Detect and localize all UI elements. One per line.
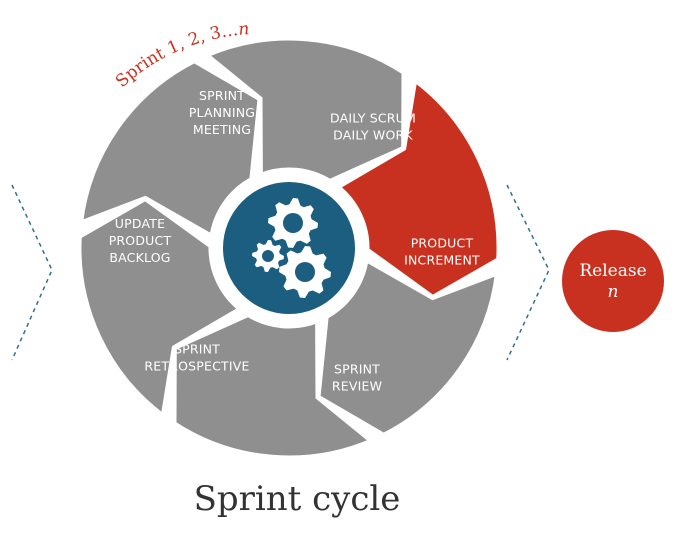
gear-small-hole — [262, 250, 274, 262]
cycle-segment-label-4: SPRINT REVIEW — [332, 362, 382, 394]
cycle-segment-label-5: SPRINT RETROSPECTIVE — [144, 342, 249, 374]
release-circle — [562, 230, 664, 332]
cycle-hub-disc — [223, 182, 355, 314]
left-dashed-chevron — [11, 184, 53, 361]
cycle-segment-label-line: SPRINT — [174, 342, 220, 357]
cycle-segment-6 — [77, 57, 263, 241]
cycle-segment-label-line: RETROSPECTIVE — [144, 359, 249, 374]
cycle-segment-4 — [171, 311, 377, 461]
cycle-segment-label-line: PLANNING — [189, 105, 255, 120]
cycle-segment-label-line: PRODUCT — [411, 236, 474, 251]
cycle-segment-label-6: UPDATE PRODUCT BACKLOG — [109, 216, 172, 265]
cycle-segment-label-line: MEETING — [193, 122, 251, 137]
cycle-segment-label-3: PRODUCT INCREMENT — [404, 236, 480, 268]
cycle-segment-label-line: PRODUCT — [109, 233, 172, 248]
cycle-segment-5 — [76, 195, 245, 421]
cycle-segment-label-line: SPRINT — [199, 88, 245, 103]
cycle-segment-label-2: DAILY SCRUM DAILY WORK — [330, 111, 416, 143]
release-number: n — [608, 282, 619, 302]
gears-icon — [252, 198, 331, 298]
cycle-segment-label-line: DAILY SCRUM — [330, 111, 416, 126]
gear-top-hole — [283, 213, 303, 233]
cycle-segment-3 — [315, 255, 501, 439]
cycle-segment-label-line: BACKLOG — [109, 250, 170, 265]
cycle-segment-label-line: DAILY WORK — [333, 128, 413, 143]
cycle-segment-label-line: REVIEW — [332, 379, 382, 394]
diagram-title: Sprint cycle — [194, 479, 401, 519]
cycle-segment-label-line: INCREMENT — [404, 253, 480, 268]
release-label: Release — [579, 261, 646, 281]
cycle-segment-2 — [333, 75, 502, 301]
cycle-segment-label-1: SPRINT PLANNING MEETING — [189, 88, 255, 137]
gear-large-hole — [295, 262, 315, 282]
right-dashed-chevron — [506, 184, 550, 361]
cycle-segment-label-line: SPRINT — [334, 362, 380, 377]
cycle-segments — [76, 35, 502, 461]
cycle-segment-labels: SPRINT PLANNING MEETING DAILY SCRUM DAILY WO… — [109, 88, 480, 394]
sprint-counter-n: n — [238, 19, 250, 40]
cycle-segment-1 — [201, 35, 407, 185]
cycle-segment-label-line: UPDATE — [115, 216, 165, 231]
